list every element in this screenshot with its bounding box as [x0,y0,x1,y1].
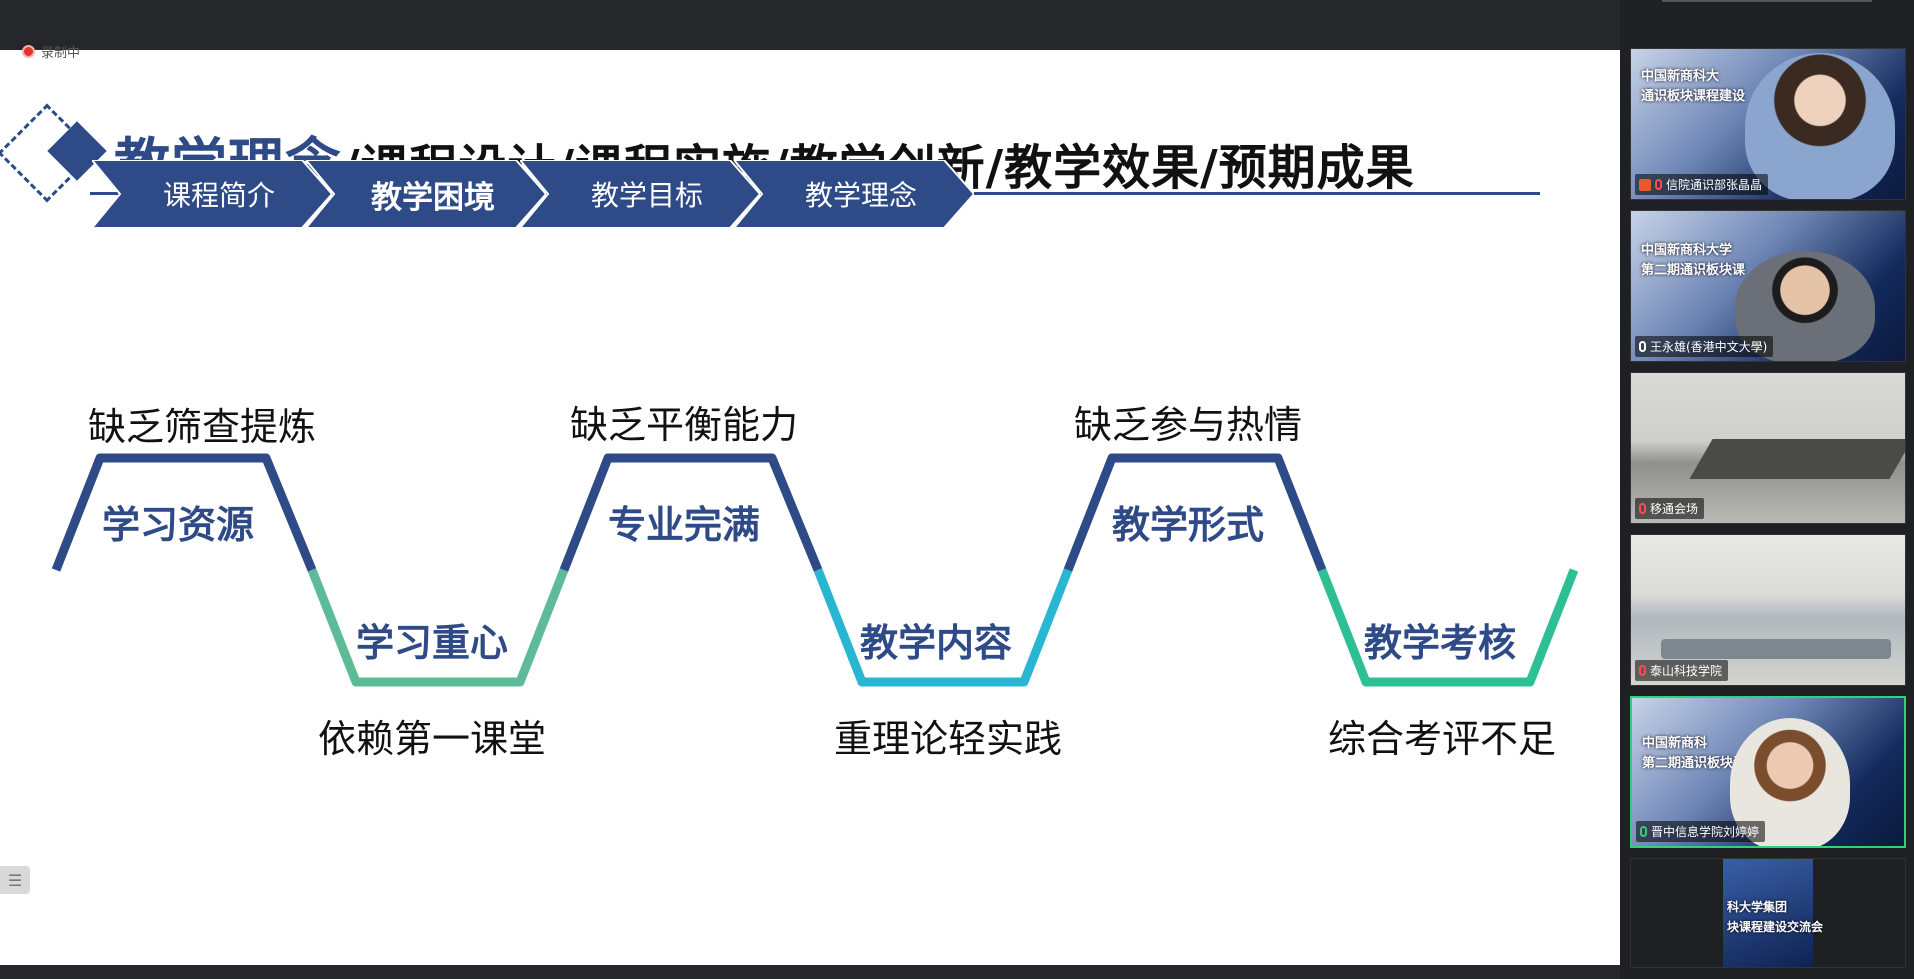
trough-bottom-label: 综合考评不足 [1328,717,1557,761]
peak-inner-label: 学习资源 [102,503,255,547]
top-bar [0,0,1620,50]
wave-peak-3 [1063,453,1327,572]
participant-tile[interactable]: 科大学集团 块课程建设交流会 [1630,858,1906,968]
tile-slide-text: 块课程建设交流会 [1727,920,1824,934]
meeting-table [1689,439,1905,479]
participant-caption: 信院通识部张晶晶 [1635,174,1769,195]
participant-caption: 晋中信息学院刘婷婷 [1636,821,1766,842]
tile-slide-text: 通识板块课程建设 [1641,89,1746,104]
tile-slide-text: 中国新商科 [1642,736,1708,751]
participant-tile-active-speaker[interactable]: 中国新商科 第二期通识板块课 晋中信息学院刘婷婷 [1630,696,1906,848]
participant-name: 信院通识部张晶晶 [1666,178,1763,192]
peak-inner-label: 教学形式 [1112,503,1265,547]
tab-label: 教学目标 [590,179,703,212]
list-icon[interactable]: ☰ [0,866,30,894]
tab-teaching-goals[interactable]: 教学目标 [520,160,760,228]
tile-slide-text: 中国新商科大学 [1641,243,1733,258]
participant-name: 王永雄(香港中文大學) [1650,340,1768,354]
peak-top-label: 缺乏筛查提炼 [88,405,317,449]
trough-inner-label: 学习重心 [356,621,509,665]
tab-label: 课程简介 [162,179,275,212]
panel-scroll-indicator[interactable] [1662,0,1872,2]
peak-top-label: 缺乏参与热情 [1074,403,1303,447]
participant-tile[interactable]: 移通会场 [1630,372,1906,524]
dilemma-wave-diagram [51,453,1579,687]
host-icon [1639,178,1651,191]
wave-trough-3 [1317,568,1579,687]
mic-muted-icon [1639,665,1646,676]
tab-label: 教学理念 [804,179,917,212]
tab-label: 教学困境 [371,179,495,216]
trough-inner-label: 教学考核 [1364,621,1517,665]
mic-muted-icon [1639,503,1646,514]
participant-name: 泰山科技学院 [1650,664,1723,678]
wave-peak-1 [51,453,317,572]
recording-indicator: 录制中 [22,42,80,61]
participant-caption: 王永雄(香港中文大學) [1635,336,1774,357]
tab-teaching-dilemma[interactable]: 教学困境 [306,160,546,228]
tab-course-intro[interactable]: 课程简介 [92,160,332,228]
participant-caption: 泰山科技学院 [1635,660,1729,681]
participant-video [1745,53,1895,199]
bottom-bar [0,965,1620,979]
tab-teaching-philosophy[interactable]: 教学理念 [734,160,974,228]
participant-tile[interactable]: 泰山科技学院 [1630,534,1906,686]
recording-label: 录制中 [41,46,81,61]
meeting-table [1661,639,1891,659]
tile-slide-text: 第二期通识板块课 [1641,263,1746,278]
wave-peak-2 [559,453,823,572]
peak-top-label: 缺乏平衡能力 [570,403,799,447]
mic-active-icon [1640,826,1647,837]
wave-trough-2 [813,568,1073,687]
tile-slide-text: 中国新商科大 [1641,69,1720,84]
wave-trough-1 [307,568,569,687]
trough-bottom-label: 依赖第一课堂 [318,717,547,761]
participant-caption: 移通会场 [1635,498,1705,519]
participant-name: 晋中信息学院刘婷婷 [1651,825,1760,839]
peak-inner-label: 专业完满 [608,503,761,547]
participant-tile[interactable]: 中国新商科大 通识板块课程建设 信院通识部张晶晶 [1630,48,1906,200]
tile-slide-text: 科大学集团 [1727,900,1788,914]
record-dot-icon [22,45,35,58]
tile-slide-text: 第二期通识板块课 [1642,756,1747,771]
mic-muted-icon [1655,179,1662,190]
mic-icon [1639,341,1646,352]
trough-inner-label: 教学内容 [860,621,1013,665]
participant-tile[interactable]: 中国新商科大学 第二期通识板块课 王永雄(香港中文大學) [1630,210,1906,362]
trough-bottom-label: 重理论轻实践 [834,717,1063,761]
participant-name: 移通会场 [1650,502,1699,516]
shared-content-thumbnail [1723,859,1813,967]
